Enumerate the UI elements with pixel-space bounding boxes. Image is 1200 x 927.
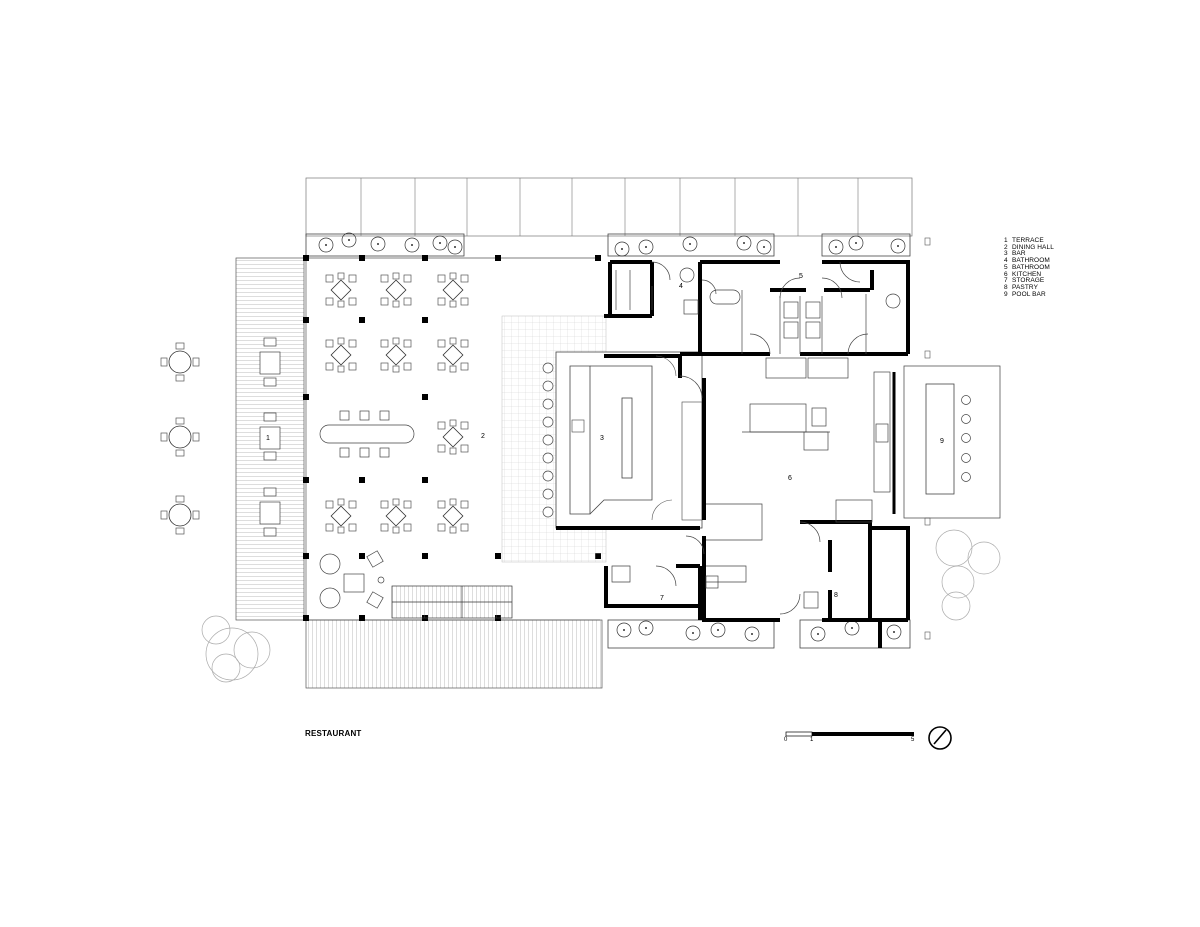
room-2-label: 2 [481, 433, 485, 440]
trees [201, 529, 1001, 683]
bar-room [555, 351, 703, 530]
drawing-title: RESTAURANT [305, 729, 362, 738]
room-8-label: 8 [834, 592, 838, 599]
scale-one: 1 [810, 737, 814, 743]
room-4-label: 4 [679, 283, 683, 290]
bottom-decking [305, 619, 603, 689]
pool-deck [305, 177, 913, 237]
room-5-label: 5 [799, 273, 803, 280]
stair [391, 585, 513, 619]
room-labels: 1 2 3 4 5 6 7 8 9 [266, 273, 944, 602]
room-6-label: 6 [788, 475, 792, 482]
edge-markers [924, 237, 931, 640]
scale-zero: 0 [784, 737, 788, 743]
room-9-label: 9 [940, 438, 944, 445]
north-arrow-icon [928, 726, 952, 750]
room-7-label: 7 [660, 595, 664, 602]
dining-hall [303, 255, 601, 621]
room-1-label: 1 [266, 435, 270, 442]
terrace-tables [160, 337, 281, 537]
scale-five: 5 [911, 737, 915, 743]
kitchen-fixtures [611, 261, 901, 615]
room-3-label: 3 [600, 435, 604, 442]
bar-stools [542, 362, 554, 518]
planters [305, 233, 911, 649]
scale-bar [785, 731, 914, 737]
pool-bar [892, 365, 1001, 519]
